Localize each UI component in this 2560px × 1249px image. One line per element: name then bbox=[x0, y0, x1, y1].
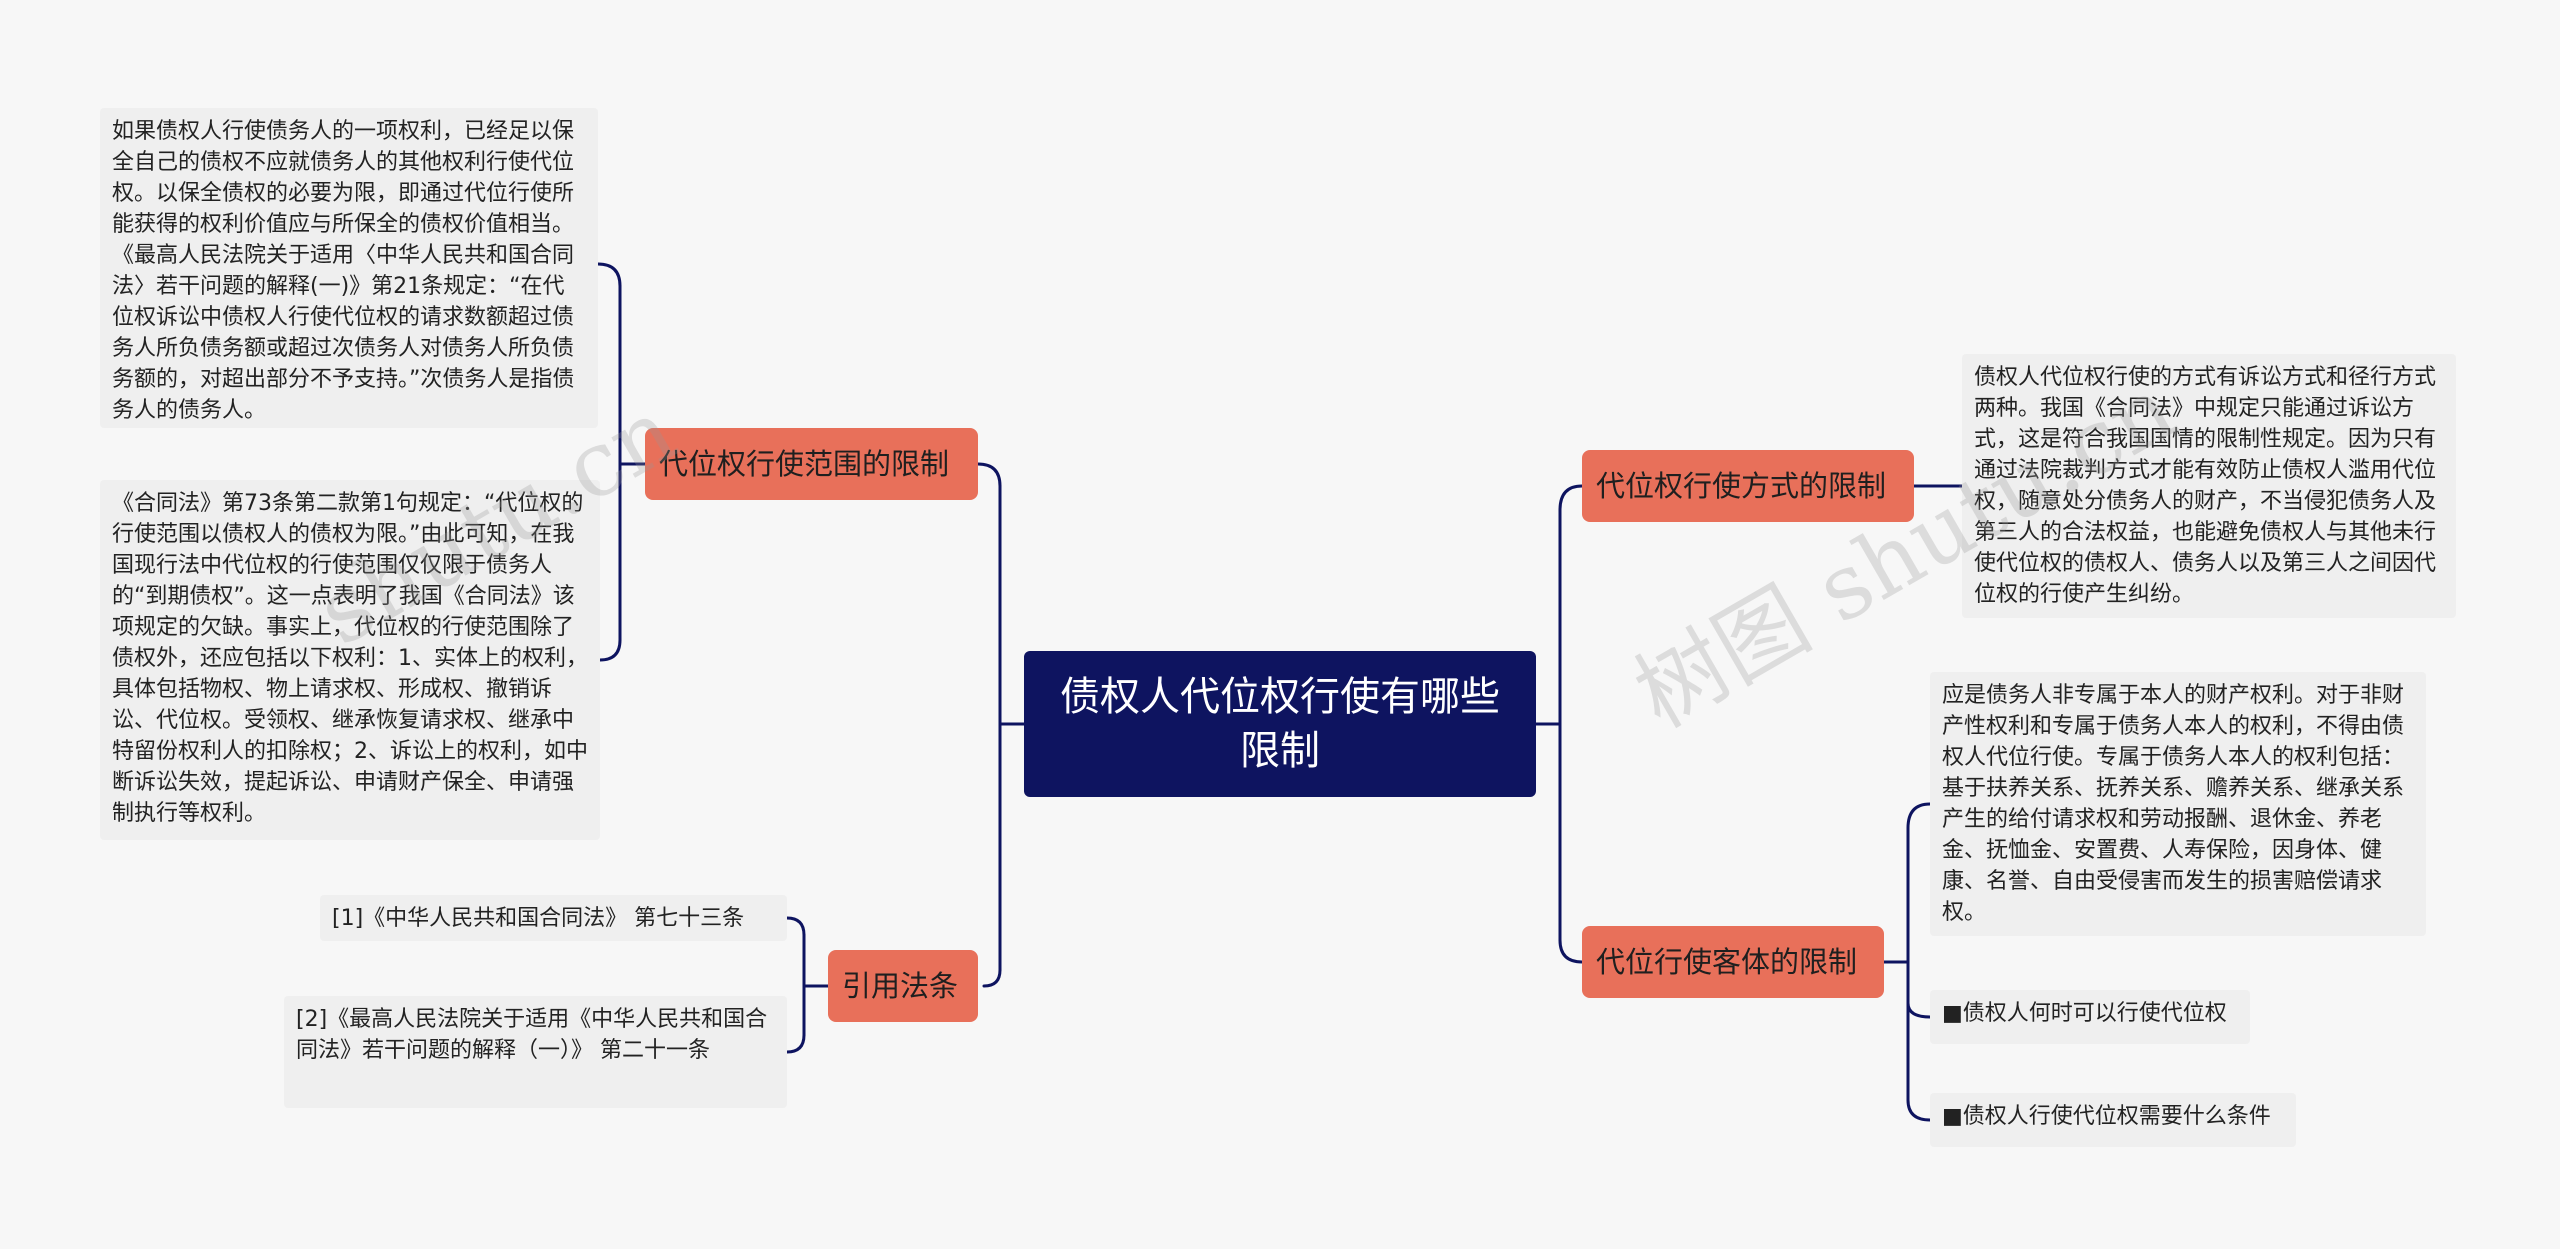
root-topic-label: 债权人代位权行使有哪些限制 bbox=[1060, 674, 1500, 774]
root-topic[interactable]: 债权人代位权行使有哪些限制 bbox=[1024, 651, 1536, 797]
leaf-method-litigation-text: 债权人代位权行使的方式有诉讼方式和径行方式两种。我国《合同法》中规定只能通过诉讼… bbox=[1974, 365, 2437, 607]
branch-method-limit-label: 代位权行使方式的限制 bbox=[1596, 469, 1887, 503]
branch-method-limit[interactable]: 代位权行使方式的限制 bbox=[1582, 450, 1914, 522]
leaf-object-when-link-text: ■债权人何时可以行使代位权 bbox=[1942, 1001, 2227, 1026]
branch-cited-laws[interactable]: 引用法条 bbox=[828, 950, 978, 1022]
branch-scope-limit[interactable]: 代位权行使范围的限制 bbox=[645, 428, 978, 500]
leaf-scope-necessity[interactable]: 如果债权人行使债务人的一项权利，已经足以保全自己的债权不应就债务人的其他权利行使… bbox=[100, 108, 598, 428]
leaf-law-1[interactable]: [1]《中华人民共和国合同法》 第七十三条 bbox=[320, 895, 787, 941]
leaf-scope-contract-law[interactable]: 《合同法》第73条第二款第1句规定：“代位权的行使范围以债权人的债权为限。”由此… bbox=[100, 480, 600, 840]
branch-object-limit[interactable]: 代位行使客体的限制 bbox=[1582, 926, 1884, 998]
branch-cited-laws-label: 引用法条 bbox=[842, 969, 959, 1003]
leaf-object-property-rights-text: 应是债务人非专属于本人的财产权利。对于非财产性权利和专属于债务人本人的权利，不得… bbox=[1942, 683, 2405, 925]
leaf-method-litigation[interactable]: 债权人代位权行使的方式有诉讼方式和径行方式两种。我国《合同法》中规定只能通过诉讼… bbox=[1962, 354, 2456, 618]
leaf-object-when-link[interactable]: ■债权人何时可以行使代位权 bbox=[1930, 990, 2250, 1044]
leaf-object-property-rights[interactable]: 应是债务人非专属于本人的财产权利。对于非财产性权利和专属于债务人本人的权利，不得… bbox=[1930, 672, 2426, 936]
leaf-law-2[interactable]: [2]《最高人民法院关于适用《中华人民共和国合同法》若干问题的解释（一）》 第二… bbox=[284, 996, 787, 1108]
leaf-object-conditions-link[interactable]: ■债权人行使代位权需要什么条件 bbox=[1930, 1093, 2296, 1147]
leaf-law-1-text: [1]《中华人民共和国合同法》 第七十三条 bbox=[332, 906, 745, 931]
leaf-scope-necessity-text: 如果债权人行使债务人的一项权利，已经足以保全自己的债权不应就债务人的其他权利行使… bbox=[112, 119, 575, 423]
branch-scope-limit-label: 代位权行使范围的限制 bbox=[659, 447, 950, 481]
leaf-scope-contract-law-text: 《合同法》第73条第二款第1句规定：“代位权的行使范围以债权人的债权为限。”由此… bbox=[112, 491, 588, 826]
branch-object-limit-label: 代位行使客体的限制 bbox=[1596, 945, 1858, 979]
leaf-law-2-text: [2]《最高人民法院关于适用《中华人民共和国合同法》若干问题的解释（一）》 第二… bbox=[296, 1007, 768, 1063]
leaf-object-conditions-link-text: ■债权人行使代位权需要什么条件 bbox=[1942, 1104, 2271, 1129]
